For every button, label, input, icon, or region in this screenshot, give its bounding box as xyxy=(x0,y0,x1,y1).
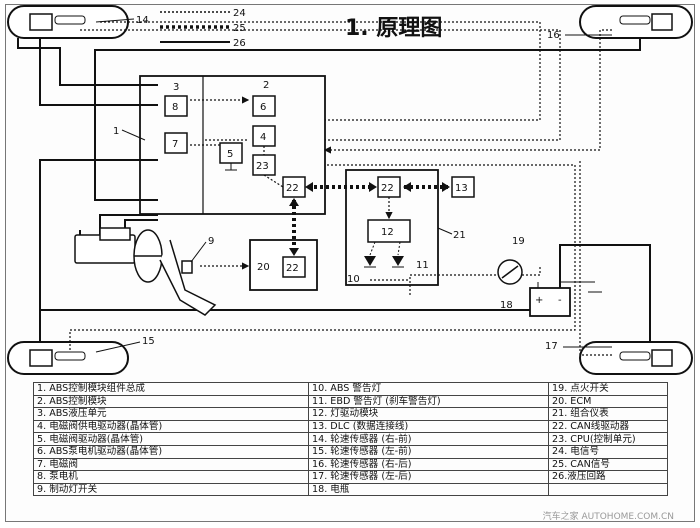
label-11: 11 xyxy=(416,260,429,271)
legend-row: 5. 电磁阀驱动器(晶体管)14. 轮速传感器 (右-前)23. CPU(控制单… xyxy=(33,432,668,446)
label-9: 9 xyxy=(208,236,214,247)
block-22-abs: 22 xyxy=(282,176,306,198)
legend-cell: 19. 点火开关 xyxy=(548,382,668,396)
legend-cell: 23. CPU(控制单元) xyxy=(548,432,668,446)
block-4: 4 xyxy=(252,125,276,147)
wheel-rear-left xyxy=(579,341,693,375)
legend-cell: 6. ABS泵电机驱动器(晶体管) xyxy=(33,444,309,459)
legend-cell: 25. CAN信号 xyxy=(548,457,668,472)
svg-text:22: 22 xyxy=(381,183,394,194)
wheel-front-left xyxy=(7,341,129,375)
legend-cell: 1. ABS控制模块组件总成 xyxy=(33,382,309,396)
legend-cell: 9. 制动灯开关 xyxy=(33,482,309,497)
ignition-switch xyxy=(497,259,523,285)
svg-text:4: 4 xyxy=(260,132,266,143)
label-15: 15 xyxy=(142,336,155,347)
battery: + - xyxy=(529,281,602,317)
label-18: 18 xyxy=(500,300,513,311)
svg-text:22: 22 xyxy=(286,183,299,194)
wheel-rear-right xyxy=(579,5,693,39)
brake-pedal-booster xyxy=(74,227,217,316)
legend-cell: 12. 灯驱动模块 xyxy=(308,407,549,421)
legend-cell: 14. 轮速传感器 (右-前) xyxy=(308,432,549,446)
label-3: 3 xyxy=(173,82,179,93)
can-signals xyxy=(292,185,448,254)
block-8: 8 xyxy=(164,95,188,117)
svg-text:13: 13 xyxy=(455,183,468,194)
label-2: 2 xyxy=(263,80,269,91)
legend-cell: 2. ABS控制模块 xyxy=(33,394,309,409)
block-23: 23 xyxy=(252,154,276,176)
legend-cell: 10. ABS 警告灯 xyxy=(308,382,549,396)
ecm-box: 20 22 xyxy=(249,239,318,291)
instrument-cluster: 22 12 xyxy=(345,169,439,286)
legend-cell: 4. 电磁阀供电驱动器(晶体管) xyxy=(33,419,309,434)
legend-cell: 21. 组合仪表 xyxy=(548,407,668,421)
key-label-26: 26 xyxy=(233,38,246,49)
key-label-24: 24 xyxy=(233,8,246,19)
abs-module-assembly xyxy=(139,75,326,215)
svg-text:8: 8 xyxy=(172,102,178,113)
legend-cell: 16. 轮速传感器 (右-后) xyxy=(308,457,549,472)
legend-cell: 8. 泵电机 xyxy=(33,470,309,484)
svg-text:7: 7 xyxy=(172,139,178,150)
label-10: 10 xyxy=(347,274,360,285)
legend-cell: 5. 电磁阀驱动器(晶体管) xyxy=(33,432,309,446)
legend-cell: 17. 轮速传感器 (左-后) xyxy=(308,470,549,484)
block-6: 6 xyxy=(252,95,276,117)
legend-cell: 20. ECM xyxy=(548,394,668,409)
key-label-25: 25 xyxy=(233,23,246,34)
legend-row: 4. 电磁阀供电驱动器(晶体管)13. DLC (数据连接线)22. CAN线驱… xyxy=(33,419,668,434)
label-21: 21 xyxy=(453,230,466,241)
line-key: 24 25 26 xyxy=(160,8,246,49)
legend-cell: 24. 电信号 xyxy=(548,444,668,459)
label-19: 19 xyxy=(512,236,525,247)
label-1: 1 xyxy=(113,126,119,137)
legend-cell: 11. EBD 警告灯 (刹车警告灯) xyxy=(308,394,549,409)
block-13-dlc: 13 xyxy=(451,176,475,198)
diagram-title: 1. 原理图 xyxy=(345,16,442,41)
svg-text:22: 22 xyxy=(286,263,299,274)
block-7: 7 xyxy=(164,132,188,154)
legend-cell: 18. 电瓶 xyxy=(308,482,549,497)
svg-text:23: 23 xyxy=(256,161,269,172)
electric-signals xyxy=(69,21,612,356)
svg-text:5: 5 xyxy=(227,149,233,160)
watermark: 汽车之家 AUTOHOME.COM.CN xyxy=(542,512,674,522)
block-5: 5 xyxy=(219,142,243,171)
legend-cell: 7. 电磁阀 xyxy=(33,457,309,472)
label-14: 14 xyxy=(136,15,149,26)
svg-text:6: 6 xyxy=(260,102,266,113)
legend-cell: 22. CAN线驱动器 xyxy=(548,419,668,434)
svg-text:20: 20 xyxy=(257,262,270,273)
svg-text:+: + xyxy=(535,295,543,306)
svg-text:12: 12 xyxy=(381,227,394,238)
legend-cell: 26.液压回路 xyxy=(548,470,668,484)
legend-cell: 3. ABS液压单元 xyxy=(33,407,309,421)
label-16: 16 xyxy=(547,30,560,41)
legend-cell xyxy=(548,482,668,497)
legend-row: 6. ABS泵电机驱动器(晶体管)15. 轮速传感器 (左-前)24. 电信号 xyxy=(33,444,668,459)
legend-cell: 15. 轮速传感器 (左-前) xyxy=(308,444,549,459)
svg-text:-: - xyxy=(558,295,562,306)
legend-cell: 13. DLC (数据连接线) xyxy=(308,419,549,434)
label-17: 17 xyxy=(545,341,558,352)
